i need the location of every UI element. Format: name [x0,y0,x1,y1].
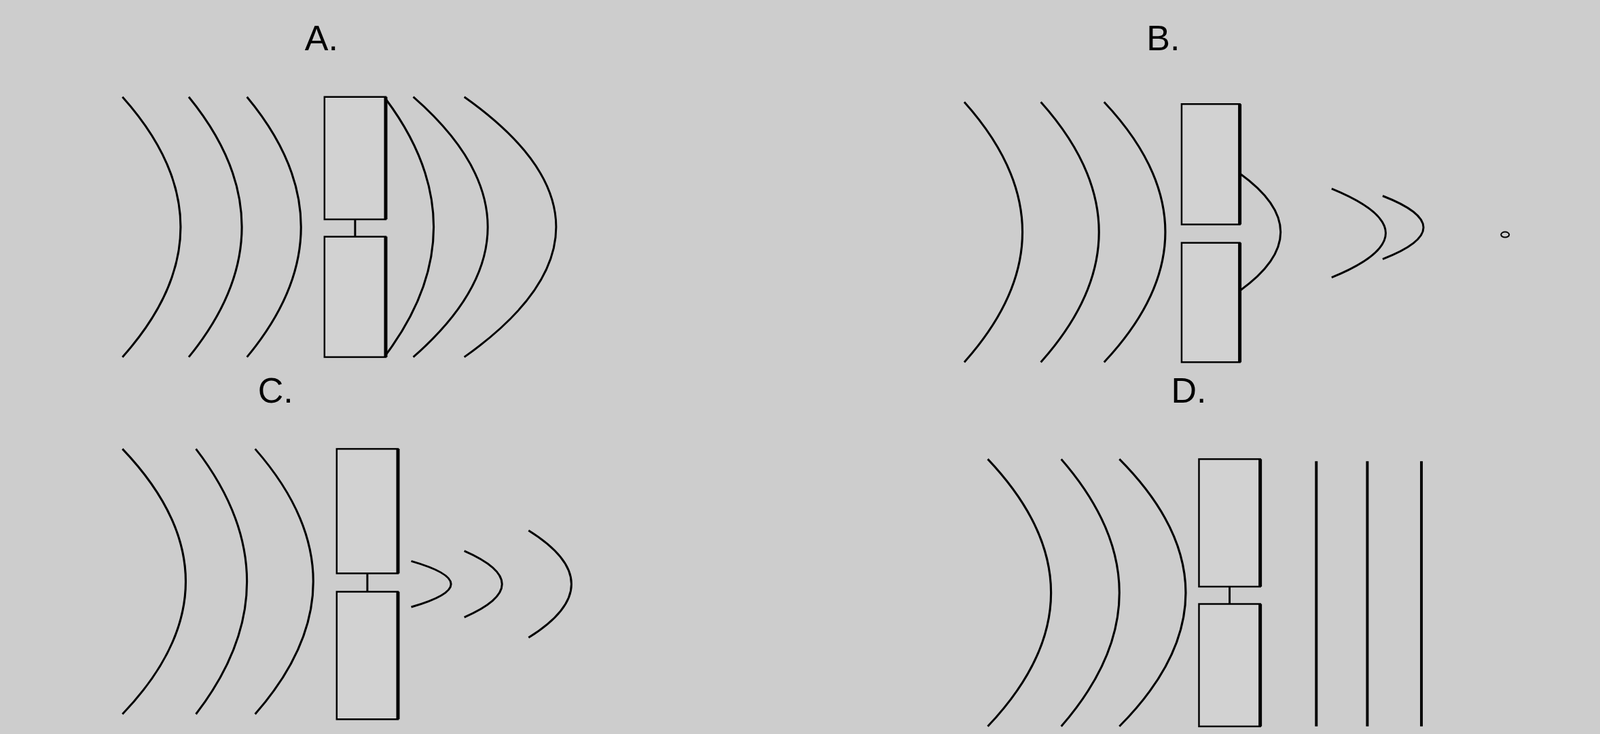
slit-barrier [1181,103,1241,362]
slit-barrier [1198,459,1260,727]
wavefronts [122,97,1424,727]
barrier-block [1181,243,1241,363]
wavefront-arc [1331,188,1387,278]
barrier-edge [395,591,400,720]
wavefront-arc [1240,173,1281,291]
wavefront-arc [1382,195,1424,259]
wavefront-arc [188,97,242,358]
slit-connector [353,219,356,238]
wavefront-arc [1061,459,1120,727]
plane-wavefront [1365,461,1369,727]
barrier-edge [1238,103,1242,225]
wavefront-arc [195,448,247,715]
plane-wavefront [1314,461,1318,727]
barrier-edge [1238,243,1242,363]
barrier-edge [383,97,388,220]
slit-connector [1228,586,1231,605]
wavefront-arc [411,560,452,608]
panel-label: C. [258,372,294,409]
barrier-block [324,97,386,220]
barrier-block [336,448,398,574]
wavefront-arc [1041,101,1100,362]
wavefront-arc [987,459,1051,727]
wavefront-arc [255,448,314,715]
panel-label: D. [1170,372,1207,409]
barrier-edge [383,237,388,358]
wavefront-arc [1104,101,1166,362]
wavefront-arc [528,530,572,638]
wavefront-arc [1119,459,1186,727]
barrier-edge [1258,459,1262,587]
barrier-edge [1258,604,1262,727]
slit-barrier [336,448,398,720]
wave-point [1500,232,1509,238]
wavefront-arc [247,97,302,358]
barrier-block [1181,103,1241,225]
wavefront-arc [464,550,503,618]
slit-barrier [324,97,386,358]
barrier-block [336,591,398,720]
wavefront-arc [413,97,489,358]
panel-label: B. [1146,20,1180,56]
wavefront-arc [122,97,181,358]
wavefront-arc [122,448,186,715]
barrier-edge [395,448,400,574]
wavefront-arc [385,99,434,356]
plane-waves [1316,461,1422,727]
barrier-block [324,237,386,358]
barriers [324,97,1261,727]
barrier-block [1198,604,1260,727]
barrier-block [1198,459,1260,587]
slit-connector [366,573,369,592]
panel-label: A. [304,20,339,56]
wavefront-arc [464,97,557,358]
wavefront-arc [964,101,1023,362]
plane-wavefront [1420,461,1423,727]
